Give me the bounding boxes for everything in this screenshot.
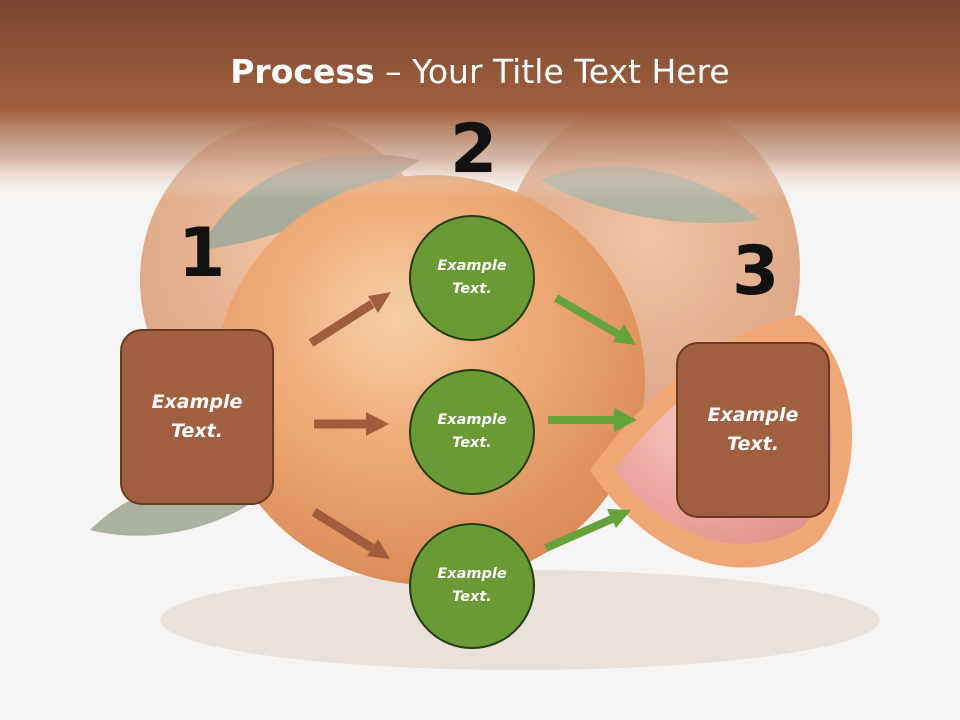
circle-node-1: Example Text. [409, 215, 535, 341]
step-number-1: 1 [178, 214, 226, 293]
arrow-from-circle-2 [548, 408, 637, 432]
title-bold: Process [230, 52, 375, 91]
step-box-right: Example Text. [676, 342, 830, 518]
circle-node-3: Example Text. [409, 523, 535, 649]
arrow-to-circle-3 [311, 508, 390, 559]
step-number-2: 2 [450, 110, 498, 189]
arrow-from-circle-1 [553, 294, 636, 345]
page-title: Process – Your Title Text Here [0, 52, 960, 91]
circle-node-1-text: Example Text. [437, 258, 507, 297]
circle-node-2: Example Text. [409, 369, 535, 495]
step-box-left-text: Example Text. [151, 391, 243, 442]
arrow-to-circle-2 [314, 412, 389, 436]
circle-node-3-text: Example Text. [437, 566, 507, 605]
step-box-left: Example Text. [120, 329, 274, 505]
arrow-to-circle-1 [308, 292, 391, 347]
circle-node-2-text: Example Text. [437, 412, 507, 451]
title-rest: Your Title Text Here [412, 52, 730, 91]
step-number-3: 3 [732, 232, 780, 311]
title-separator: – [374, 52, 413, 91]
step-box-right-text: Example Text. [707, 404, 799, 455]
arrow-from-circle-3 [544, 509, 631, 552]
